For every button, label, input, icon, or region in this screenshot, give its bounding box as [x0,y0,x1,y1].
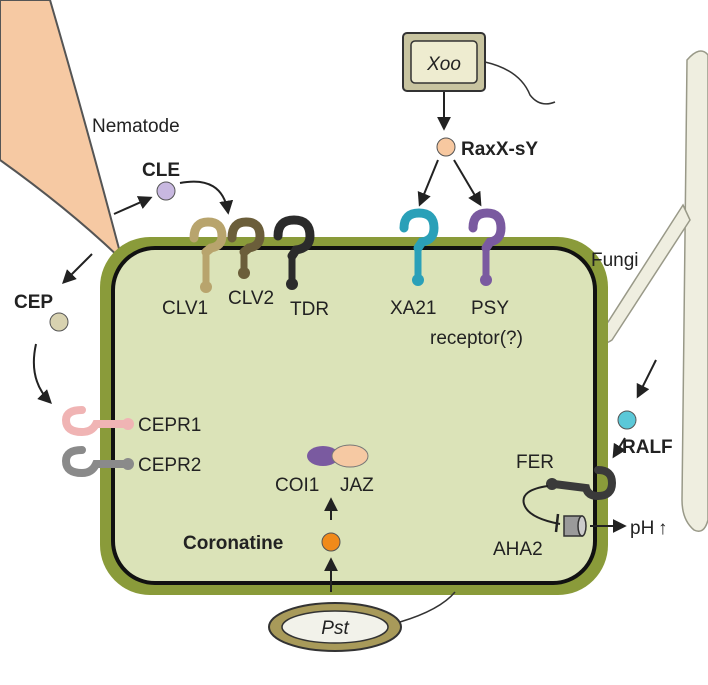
cle-label: CLE [142,160,180,181]
ralf-label: RALF [622,437,673,458]
arrow-nematode-to-cle [113,196,153,215]
xa21-label: XA21 [390,298,436,319]
clv1-label: CLV1 [162,298,208,319]
aha2-label: AHA2 [493,539,543,560]
cep-ligand [49,312,69,332]
fer-inhibition-bar [554,513,560,533]
nematode-label: Nematode [92,116,180,137]
raxx-ligand [436,137,456,157]
tdr-label: TDR [290,299,329,320]
jaz-protein [331,444,369,468]
pst-label: Pst [321,618,349,639]
psy-receptor-label: receptor(?) [430,328,523,349]
cytoplasm [111,246,597,585]
ph-label: pH [630,518,654,539]
aha2-channel [563,515,587,537]
cepr2-label: CEPR2 [138,455,201,476]
cepr1-label: CEPR1 [138,415,201,436]
clv2-label: CLV2 [228,288,274,309]
fungi-hypha [597,50,708,532]
xoo-bacterium [402,32,556,105]
coi1-label: COI1 [275,475,319,496]
arrow-ralf-to-fer [612,437,626,459]
xoo-label: Xoo [426,54,461,75]
arrow-nematode-to-cep [62,253,93,284]
coi1-protein [307,446,339,466]
arrow-cep-to-cepr [32,343,52,404]
tdr-receptor [273,215,315,290]
fungi-label: Fungi [591,250,639,271]
psy-label: PSY [471,298,509,319]
pst-bacterium [268,591,456,652]
coronatine-molecule [321,532,341,552]
coronatine-label: Coronatine [183,533,283,554]
cep-label: CEP [14,292,53,313]
clv2-receptor [227,217,265,279]
clv1-receptor [189,217,227,293]
arrow-raxx-to-xa21 [417,159,439,207]
ph-up-arrow: ↑ [658,518,668,539]
cepr2-receptor [61,446,134,478]
arrow-fungi-to-ralf [636,359,657,399]
psy-receptor [468,208,506,286]
fer-inhibits-aha2 [522,485,561,525]
fer-label: FER [516,452,554,473]
raxx-label: RaxX-sY [461,139,538,160]
arrow-raxx-to-psy [453,159,482,207]
cepr1-receptor [61,406,134,437]
jaz-label: JAZ [340,475,374,496]
nematode-body [0,0,124,264]
fer-receptor [546,466,617,501]
arrow-cle-to-clv [179,180,234,215]
cle-ligand [156,181,176,201]
ralf-ligand [617,410,637,430]
xa21-receptor [399,208,439,286]
